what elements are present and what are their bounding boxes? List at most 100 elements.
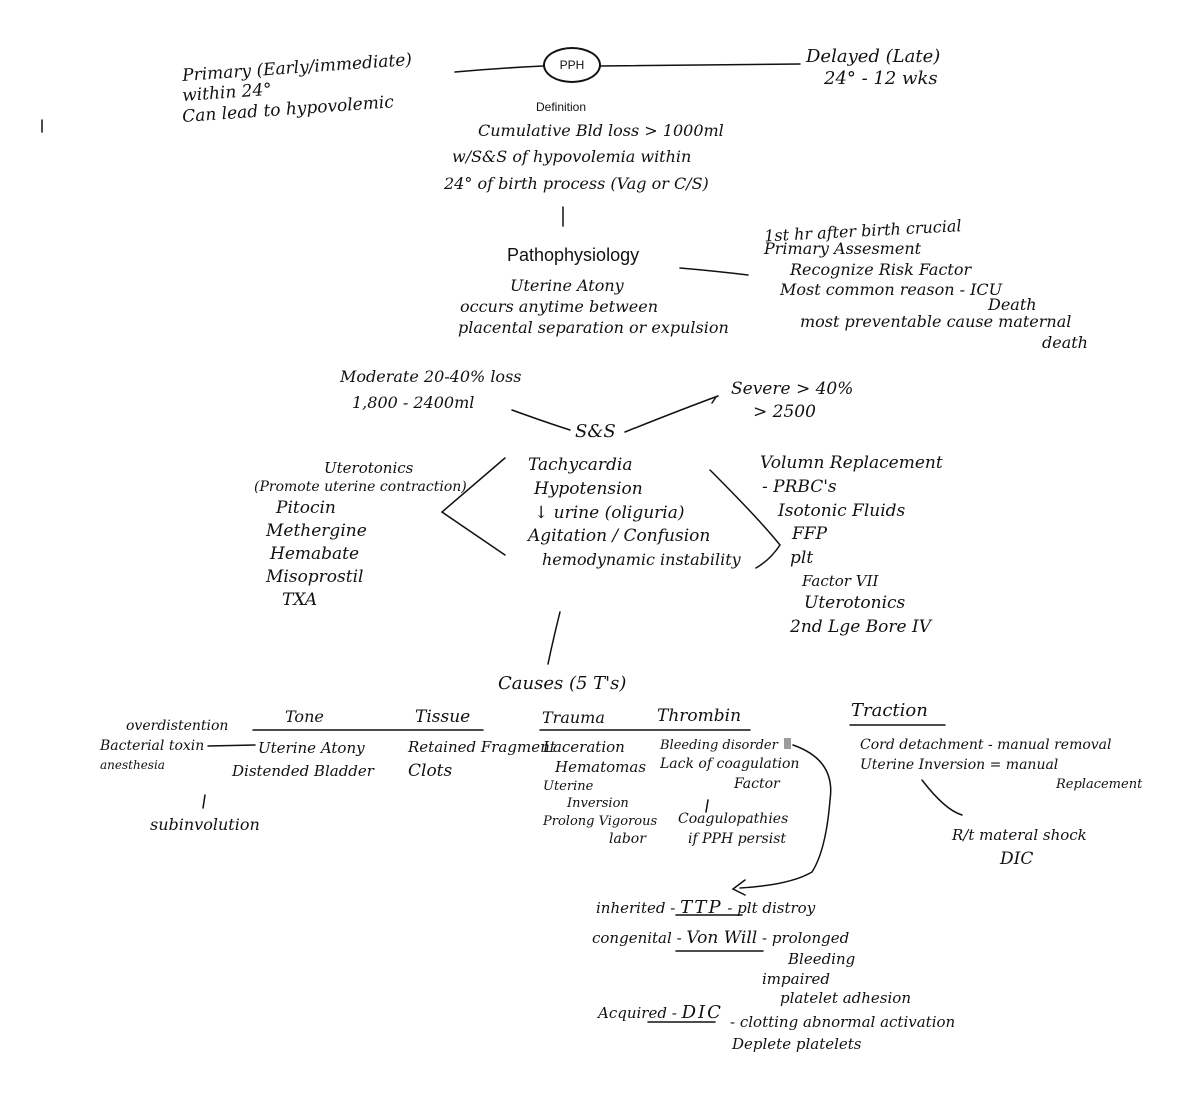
thrombin-heading: Thrombin — [657, 706, 742, 726]
assessment-line: Most common reason - ICU — [780, 280, 1003, 300]
assessment-note: 1st hr after birth crucial Primary Asses… — [764, 216, 1088, 354]
uterotonics-line: Methergine — [266, 521, 367, 542]
pph-center-node: PPH — [543, 47, 601, 83]
tone-heading: Tone — [285, 707, 324, 726]
tissue-item: Clots — [408, 760, 453, 781]
uterotonics-line: Pitocin — [276, 498, 336, 519]
connector-ss-uterotonics — [440, 457, 506, 556]
connector-primary-pph — [454, 65, 544, 73]
trauma-item: Inversion — [567, 796, 629, 812]
uterotonics-heading: Uterotonics — [324, 459, 414, 477]
dic-row: Acquired - DIC — [598, 1002, 723, 1024]
thrombin-item: Bleeding disorder — [660, 738, 778, 753]
ttp-term: TTP — [680, 897, 723, 918]
assessment-line: Primary Assesment — [764, 238, 922, 258]
delayed-pph-note: Delayed (Late) 24° - 12 wks — [806, 46, 940, 89]
ttp-row: inherited - TTP - plt distroy — [596, 897, 815, 919]
definition-line: 24° of birth process (Vag or C/S) — [444, 173, 709, 193]
connector-tone-subinvolution — [202, 794, 206, 809]
connector-pph-delayed — [599, 63, 801, 67]
definition-line: Cumulative Bld loss > 1000ml — [478, 121, 724, 140]
tone-item: Distended Bladder — [232, 762, 374, 781]
moderate-line: Moderate 20-40% loss — [340, 367, 522, 386]
thrombin-item: Lack of coagulation — [660, 756, 800, 773]
ss-node: S&S — [575, 421, 616, 442]
connector-ss-severe — [624, 395, 719, 433]
connector-thrombin-tick — [705, 799, 709, 813]
trauma-items: Laceration Hematomas Uterine Inversion P… — [543, 737, 657, 849]
connector-symptoms-volume — [709, 469, 781, 569]
connector-moderate-ss — [511, 409, 571, 431]
dic-term: DIC — [681, 1002, 723, 1023]
volume-line: Uterotonics — [804, 592, 906, 613]
dic-note: - clotting abnormal activation — [730, 1013, 956, 1031]
delayed-line: 24° - 12 wks — [824, 67, 938, 89]
von-willebrand-notes: Bleeding impaired platelet adhesion — [760, 950, 911, 1009]
traction-item: Cord detachment - manual removal — [860, 737, 1112, 753]
ttp-suffix: - plt distroy — [727, 899, 816, 917]
connector-inversion-rx — [921, 779, 963, 816]
arrowhead-ttp — [731, 879, 746, 896]
rx-line: DIC — [1000, 848, 1034, 869]
assessment-line: Death — [988, 295, 1037, 315]
traction-items: Cord detachment - manual removal Uterine… — [860, 735, 1142, 794]
vw-note: impaired — [762, 969, 831, 988]
vw-note: Bleeding — [788, 950, 856, 968]
tone-item: Uterine Atony — [258, 739, 365, 757]
highlight-marker — [784, 738, 791, 749]
connector-toxin-tone — [207, 744, 256, 747]
tone-risk-line: overdistention — [126, 718, 229, 734]
volume-line: Isotonic Fluids — [778, 500, 906, 521]
assessment-line: death — [1042, 332, 1088, 352]
tone-risk-line: anesthesia — [100, 757, 165, 772]
dic-notes: - clotting abnormal activation Deplete p… — [730, 1012, 955, 1056]
definition-line: w/S&S of hypovolemia within — [452, 147, 692, 167]
symptom-line: ↓ urine (oliguria) — [534, 502, 685, 523]
moderate-note: Moderate 20-40% loss 1,800 - 2400ml — [340, 364, 521, 415]
dic-prefix: Acquired - — [598, 1004, 677, 1022]
tone-risk-factors: overdistention Bacterial toxin anesthesi… — [100, 716, 228, 774]
symptom-line: Hypotension — [534, 478, 643, 499]
trauma-item: Prolong Vigorous — [543, 813, 658, 829]
symptom-line: Tachycardia — [528, 455, 633, 475]
rx-line: R/t materal shock — [952, 826, 1087, 844]
volume-line: Factor VII — [802, 571, 879, 590]
uterotonics-line: Hemabate — [270, 544, 360, 565]
dic-note: Deplete platelets — [732, 1034, 862, 1053]
traction-item: Uterine Inversion = manual — [860, 757, 1059, 774]
connector-patho-assessment — [679, 267, 749, 276]
moderate-line: 1,800 - 2400ml — [352, 392, 475, 412]
tone-items: Uterine Atony Distended Bladder — [232, 737, 374, 784]
tone-risk-line: Bacterial toxin — [100, 738, 205, 755]
uterotonics-line: TXA — [282, 589, 318, 610]
vw-note: platelet adhesion — [780, 989, 911, 1007]
pathophysiology-heading: Pathophysiology — [507, 245, 640, 265]
subinvolution-note: subinvolution — [150, 815, 260, 834]
volume-line: FFP — [792, 524, 828, 545]
assessment-line: most preventable cause maternal — [800, 311, 1072, 331]
patho-line: occurs anytime between — [460, 296, 659, 316]
trauma-item: Hematomas — [555, 758, 647, 777]
symptoms-list: Tachycardia Hypotension ↓ urine (oliguri… — [528, 454, 741, 572]
thrombin-item: if PPH persist — [688, 830, 787, 847]
symptom-line: Agitation / Confusion — [528, 526, 711, 547]
trauma-item: Uterine — [543, 778, 594, 794]
ttp-prefix: inherited - — [596, 899, 676, 917]
volume-heading: Volumn Replacement — [760, 453, 943, 473]
vw-prefix: congenital - — [592, 929, 682, 947]
primary-pph-note: Primary (Early/immediate) within 24° Can… — [182, 50, 413, 127]
definition-heading: Definition — [536, 100, 587, 114]
arrow-thrombin-to-ttp — [739, 744, 832, 889]
uterotonics-line: Misoprostil — [266, 566, 364, 587]
tissue-items: Retained Fragment Clots — [408, 737, 556, 783]
tissue-item: Retained Fragment — [408, 738, 556, 756]
trauma-item: Laceration — [543, 738, 625, 756]
symptom-line: hemodynamic instability — [542, 550, 741, 570]
delayed-line: Delayed (Late) — [806, 46, 941, 67]
causes-heading: Causes (5 T's) — [498, 673, 627, 694]
vw-term: Von Will — [686, 928, 758, 948]
traction-item: Replacement — [1056, 776, 1143, 792]
severe-line: > 2500 — [753, 401, 816, 422]
